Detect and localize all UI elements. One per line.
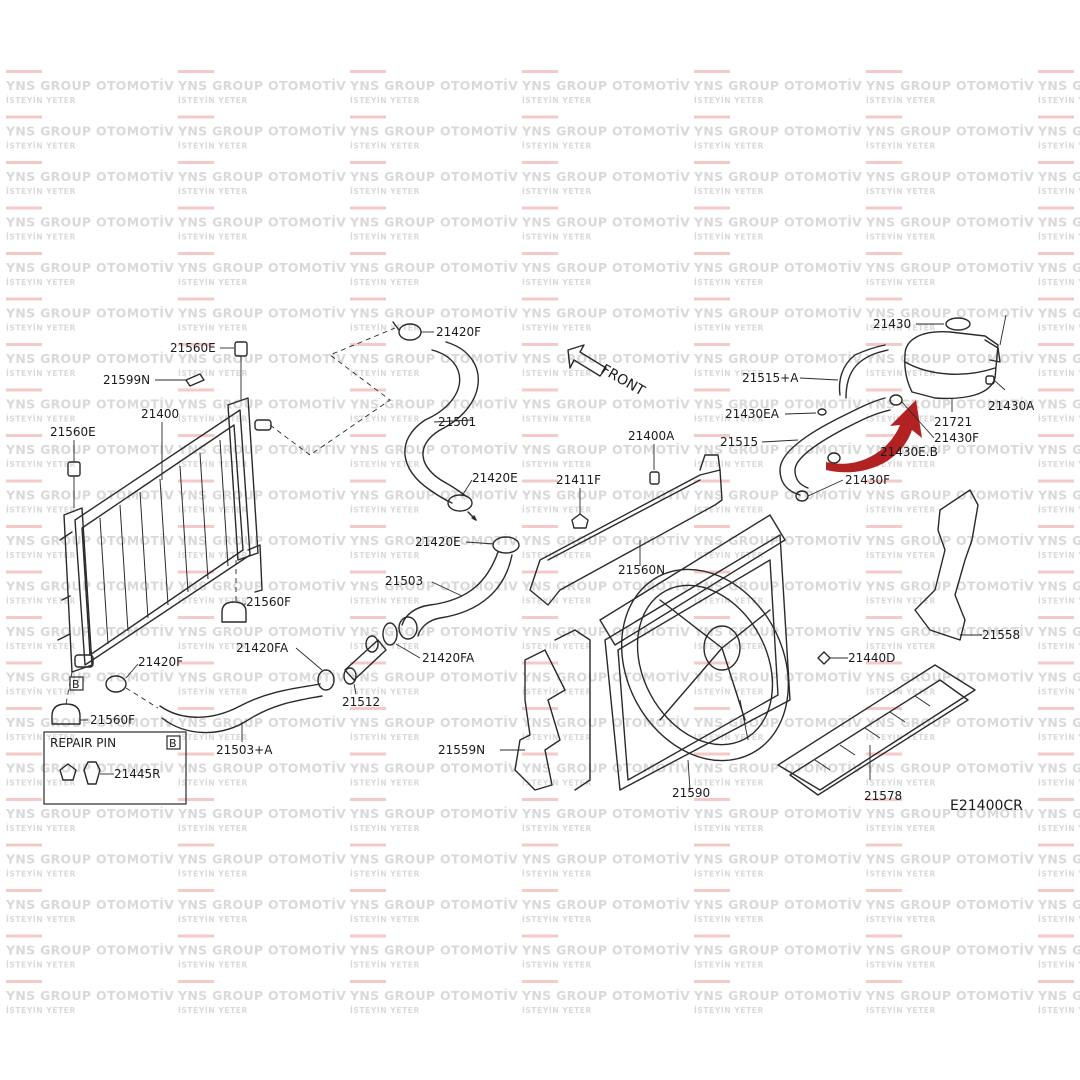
part-label-21430EA: 21430EA [725, 407, 780, 421]
lower-hose-21503 [382, 536, 520, 646]
part-label-21590: 21590 [672, 786, 710, 800]
part-label-21515A: 21515+A [742, 371, 799, 385]
highlight-arrow [826, 400, 922, 473]
part-label-21503A: 21503+A [216, 743, 273, 757]
radiator-21400 [51, 327, 396, 725]
repair-pin-badge: B [169, 737, 177, 750]
part-label-21420FA-b: 21420FA [422, 651, 475, 665]
part-label-21440D: 21440D [848, 651, 895, 665]
pin-icon [83, 761, 101, 785]
part-label-21411F: 21411F [556, 473, 601, 487]
part-label-21599N: 21599N [103, 373, 150, 387]
side-seal-21559N [500, 629, 591, 791]
part-label-21560E-top: 21560E [170, 341, 216, 355]
front-direction-arrow: FRONT [567, 344, 648, 400]
part-label-21560F-mid: 21560F [246, 595, 291, 609]
pin-icon [59, 763, 77, 781]
part-label-21560F-low: 21560F [90, 713, 135, 727]
part-label-21420F-top: 21420F [436, 325, 481, 339]
part-label-21430F-b: 21430F [845, 473, 890, 487]
part-label-21503: 21503 [385, 574, 423, 588]
part-label-21400A: 21400A [628, 429, 675, 443]
fan-shroud-21590 [599, 514, 791, 791]
part-label-21445R: 21445R [114, 767, 161, 781]
part-label-21559N: 21559N [438, 743, 485, 757]
side-seal-21558 [914, 489, 982, 641]
repair-pin-title: REPAIR PIN [50, 736, 116, 750]
part-label-21558: 21558 [982, 628, 1020, 642]
part-label-21430: 21430 [873, 317, 911, 331]
part-label-21430F-a: 21430F [934, 431, 979, 445]
part-label-21515: 21515 [720, 435, 758, 449]
part-label-21512: 21512 [342, 695, 380, 709]
connector-21512 [317, 635, 387, 691]
badge-b: B [69, 676, 84, 691]
upper-hose-21501 [392, 321, 479, 521]
part-label-21400: 21400 [141, 407, 179, 421]
front-label: FRONT [598, 362, 648, 400]
repair-pin-box: REPAIR PIN B 21445R [43, 731, 187, 805]
lower-hose-21503A [105, 675, 323, 734]
part-labels: 21430 21515+A 21430EA 21515 21430E.B 214… [50, 317, 1035, 814]
part-label-21420FA-a: 21420FA [236, 641, 289, 655]
reservoir-tank-21721 [779, 314, 1007, 502]
part-label-21420E-b: 21420E [415, 535, 461, 549]
part-label-21430A: 21430A [988, 399, 1035, 413]
clip-21440D [817, 651, 848, 665]
part-label-21430EB: 21430E.B [880, 445, 938, 459]
part-label-21420E-a: 21420E [472, 471, 518, 485]
part-label-21560N: 21560N [618, 563, 665, 577]
upper-bracket-21560N [529, 444, 723, 606]
part-label-21560E-left: 21560E [50, 425, 96, 439]
diagram-code: E21400CR [950, 798, 1023, 814]
part-label-21501: 21501 [438, 415, 476, 429]
lower-panel-21578 [777, 664, 976, 796]
part-label-21721: 21721 [934, 415, 972, 429]
part-label-21578: 21578 [864, 789, 902, 803]
part-label-21420F-low: 21420F [138, 655, 183, 669]
svg-text:B: B [72, 678, 80, 691]
